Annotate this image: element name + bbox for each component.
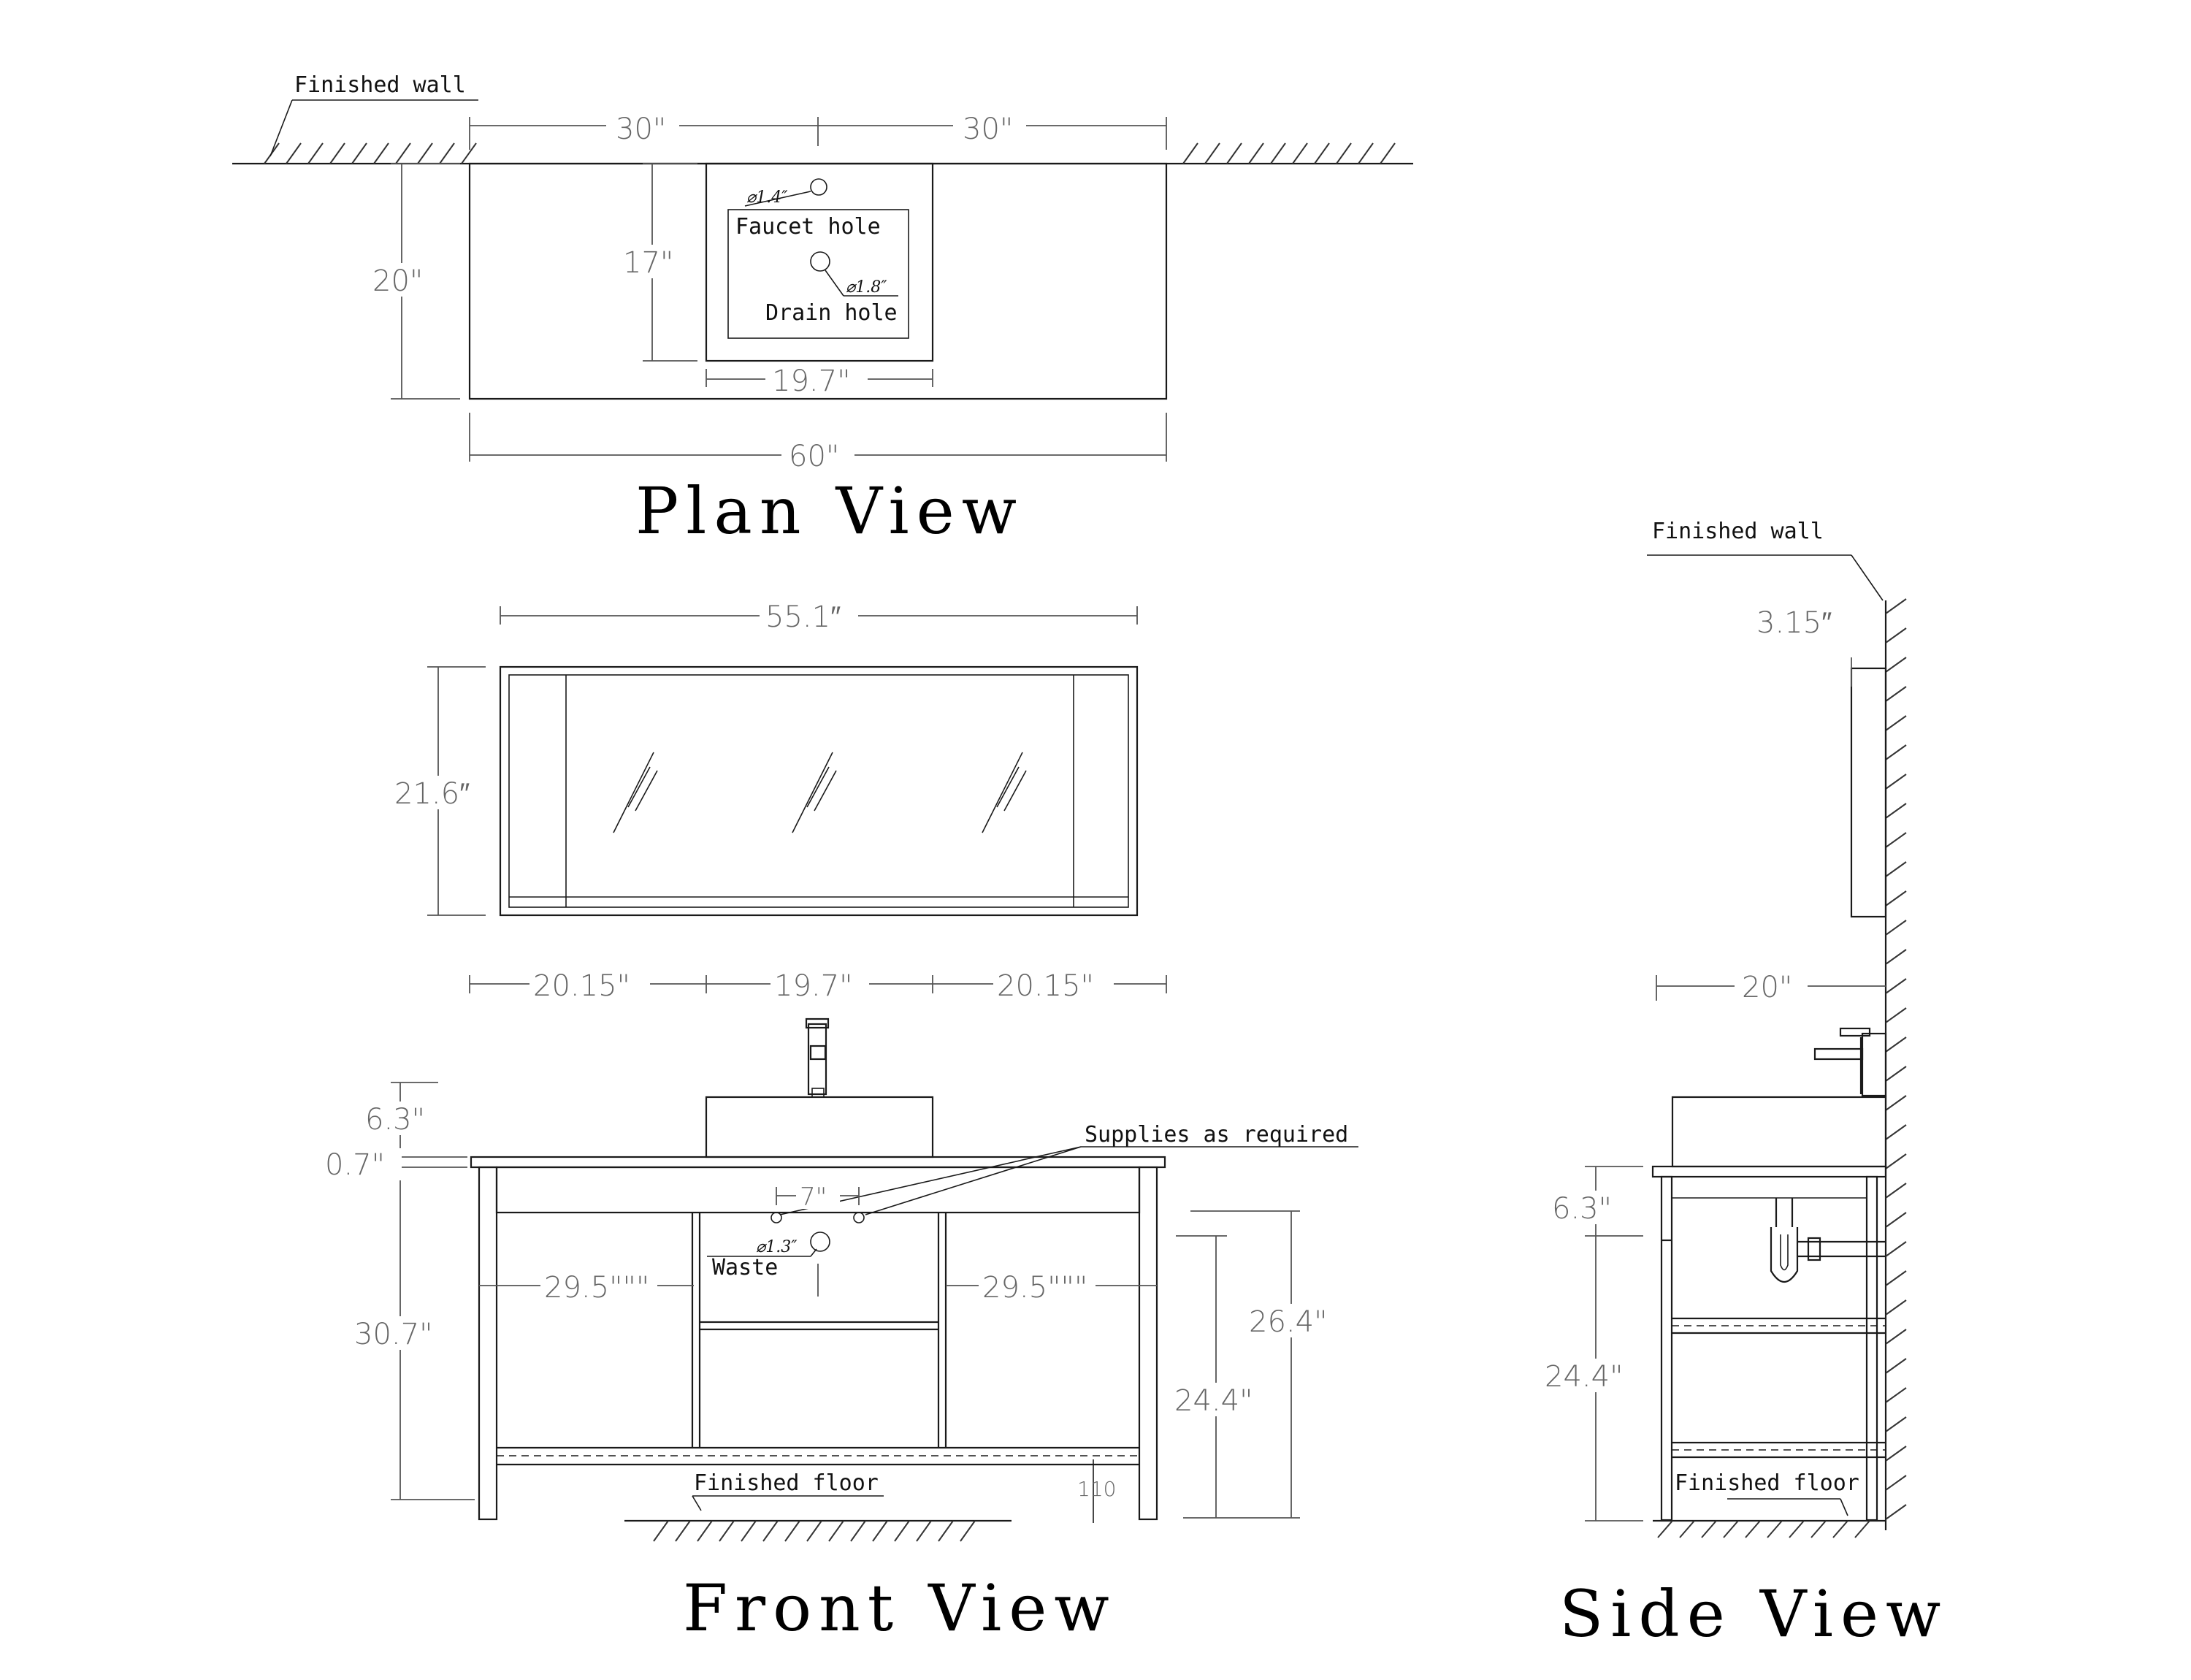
front-faucet xyxy=(805,1017,830,1098)
front-dim-supply-7: 7" xyxy=(800,1183,827,1212)
front-dim-left-29-5: 29.5""" xyxy=(544,1271,649,1305)
plan-dim-right-30: 30" xyxy=(963,112,1013,146)
front-dim-center-19-7: 19.7" xyxy=(774,969,852,1003)
plan-dim-depth-20: 20" xyxy=(372,264,423,298)
front-view: 20.15" 19.7" 20.15" xyxy=(321,968,1358,1646)
supplies-note: Supplies as required xyxy=(1085,1122,1348,1148)
front-floor-hatch xyxy=(653,1520,976,1542)
mirror-dim-height: 21.6″ xyxy=(394,777,470,811)
front-finished-floor-note: Finished floor xyxy=(694,1470,879,1496)
side-floor-hatch xyxy=(1657,1520,1870,1538)
mirror-dim-width: 55.1″ xyxy=(765,600,841,634)
front-dim-h-0-7: 0.7" xyxy=(325,1148,385,1182)
plan-finished-wall-note: Finished wall xyxy=(294,72,466,98)
front-view-title: Front View xyxy=(683,1570,1117,1646)
drain-hole-label: Drain hole xyxy=(765,300,898,326)
side-finished-wall-note: Finished wall xyxy=(1652,519,1824,544)
side-mirror xyxy=(1850,667,1887,918)
side-finished-floor-note: Finished floor xyxy=(1675,1470,1859,1496)
mirror: 55.1″ 21.6″ xyxy=(391,599,1139,917)
front-dim-right-20-15: 20.15" xyxy=(997,969,1094,1003)
plan-dim-total-60: 60" xyxy=(789,440,839,473)
drain-hole-circle xyxy=(810,251,830,272)
front-code-110: 110 xyxy=(1077,1477,1116,1501)
front-dim-h-24-4: 24.4" xyxy=(1174,1384,1253,1418)
faucet-hole-diameter: ⌀1.4″ xyxy=(746,188,788,207)
plan-dim-left-30: 30" xyxy=(616,112,666,146)
plan-basin-inner xyxy=(727,209,909,339)
plan-wall-hatch xyxy=(264,142,1396,164)
side-vessel-basin xyxy=(1671,1096,1887,1168)
plan-view: Finished wall ⌀1.4″ Faucet hole ⌀1.8″ Dr… xyxy=(232,72,1413,549)
drain-hole-diameter: ⌀1.8″ xyxy=(846,278,887,297)
plan-view-title: Plan View xyxy=(635,473,1024,549)
side-dim-h-24-4: 24.4" xyxy=(1545,1360,1623,1394)
side-wall-hatch xyxy=(1885,598,1907,1520)
plan-dim-basin-19-7: 19.7" xyxy=(772,364,850,398)
front-dim-h-30-7: 30.7" xyxy=(354,1318,432,1351)
plan-dim-basin-17: 17" xyxy=(623,246,673,280)
plan-basin xyxy=(705,162,934,362)
faucet-hole-label: Faucet hole xyxy=(735,214,881,240)
front-countertop xyxy=(470,1156,1166,1169)
side-dim-mirror-depth: 3.15″ xyxy=(1756,606,1832,640)
front-dim-left-20-15: 20.15" xyxy=(533,969,630,1003)
side-view: Finished wall 3.15″ 20" xyxy=(1541,519,1948,1652)
side-faucet xyxy=(1813,1027,1887,1097)
side-countertop xyxy=(1651,1165,1887,1178)
front-dim-h-6-3: 6.3" xyxy=(365,1103,425,1137)
front-dim-h-26-4: 26.4" xyxy=(1249,1305,1327,1339)
front-vessel-basin xyxy=(705,1096,934,1158)
side-p-trap xyxy=(1770,1198,1886,1283)
side-view-title: Side View xyxy=(1559,1576,1948,1652)
side-dim-depth-20: 20" xyxy=(1742,971,1792,1004)
side-dim-h-6-3: 6.3" xyxy=(1552,1192,1612,1226)
waste-label: Waste xyxy=(712,1255,778,1280)
waste-diameter: ⌀1.3″ xyxy=(756,1238,798,1256)
front-dim-right-29-5: 29.5""" xyxy=(982,1271,1087,1305)
faucet-hole-circle xyxy=(810,178,827,196)
